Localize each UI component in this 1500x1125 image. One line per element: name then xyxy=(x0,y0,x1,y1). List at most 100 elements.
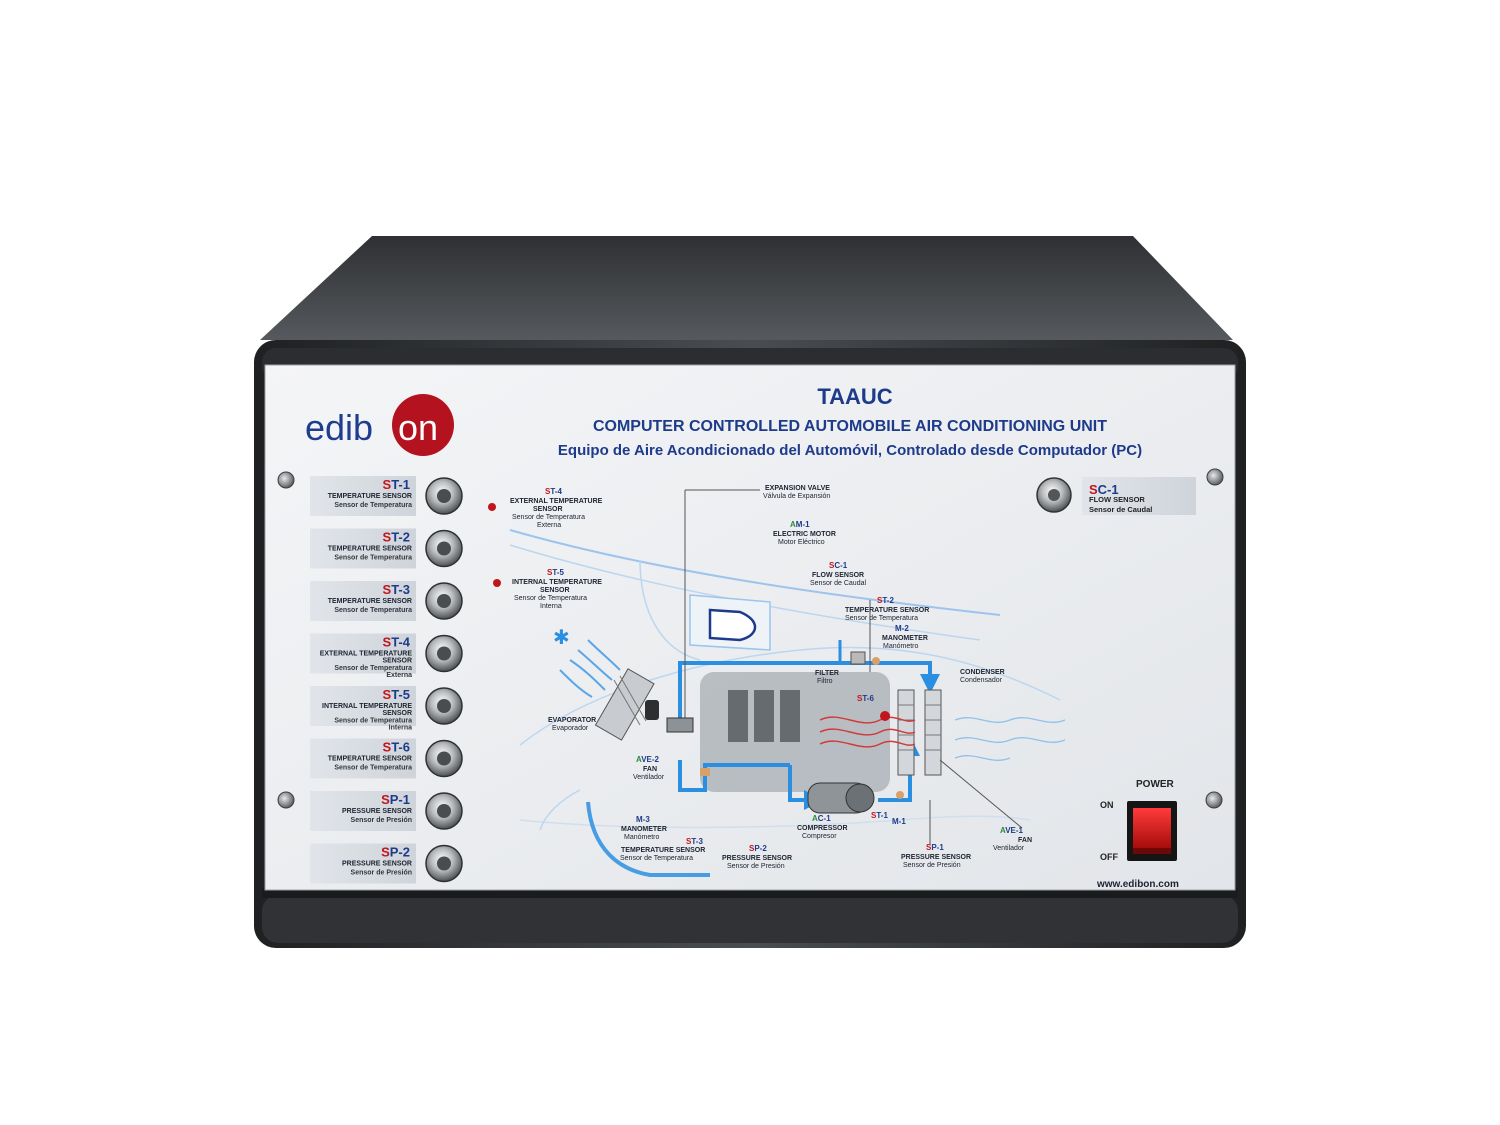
st6-code: ST-6 xyxy=(857,694,874,703)
screw xyxy=(277,471,295,489)
sc1-label-1: FLOW SENSOR xyxy=(812,572,864,579)
ac1-label-2: Compresor xyxy=(802,833,837,840)
logo-text-post: on xyxy=(398,407,438,448)
sensor-name-en: PRESSURE SENSOR xyxy=(342,808,412,815)
sensor-label-box xyxy=(310,686,416,726)
evaporator-unit xyxy=(594,668,694,741)
filter-label-1: FILTER xyxy=(815,670,839,677)
st5-label-3: Sensor de Temperatura xyxy=(514,595,587,602)
st2-label-2: Sensor de Temperatura xyxy=(845,615,918,622)
sensor-name-es: Sensor de Presión xyxy=(351,870,412,877)
car-roofline xyxy=(509,529,1001,616)
screw xyxy=(277,791,295,809)
ave1-code: AVE-1 xyxy=(1000,826,1024,835)
sensor-code: ST-3 xyxy=(383,582,410,597)
power-switch[interactable] xyxy=(1133,808,1171,848)
connector-socket xyxy=(437,751,451,766)
ave2-label-2: Ventilador xyxy=(633,774,665,781)
ave2-label-1: FAN xyxy=(643,766,657,773)
m3-code: M-3 xyxy=(636,815,650,824)
st3-label-1: TEMPERATURE SENSOR xyxy=(621,847,705,854)
st5-code: ST-5 xyxy=(547,568,564,577)
connector-socket xyxy=(437,646,451,661)
expansion-label-1: EXPANSION VALVE xyxy=(765,485,830,492)
sensor-name-es: Sensor de Temperatura xyxy=(334,717,412,724)
st5-label-1: INTERNAL TEMPERATURE xyxy=(512,579,602,586)
st4-label-3: Sensor de Temperatura xyxy=(512,514,585,521)
cabinet-base xyxy=(262,895,1238,943)
sensor-name-es: Sensor de Temperatura xyxy=(334,607,412,614)
sensor-code: SP-2 xyxy=(381,845,410,860)
sp1-code: SP-1 xyxy=(926,843,944,852)
st2-label-1: TEMPERATURE SENSOR xyxy=(845,607,929,614)
refrigerant-line-top xyxy=(678,661,940,720)
power-on-label: ON xyxy=(1100,800,1114,810)
process-diagram: ✱ xyxy=(488,485,1066,877)
screw xyxy=(1205,791,1223,809)
sensor-name-en: TEMPERATURE SENSOR xyxy=(328,493,412,500)
compressor-unit xyxy=(807,782,875,814)
st5-indicator xyxy=(493,579,501,587)
sc1-label-2: Sensor de Caudal xyxy=(810,580,866,587)
sensor-name-en: TEMPERATURE SENSOR xyxy=(328,546,412,553)
m2-code: M-2 xyxy=(895,624,909,633)
sensor-sc1: SC-1 FLOW SENSOR Sensor de Caudal xyxy=(1036,477,1196,515)
connector-socket xyxy=(1048,489,1060,501)
logo-text-pre: edib xyxy=(305,407,373,448)
car-wheel-arch xyxy=(586,801,710,877)
panel-screws xyxy=(277,468,1224,809)
st4-label-2: SENSOR xyxy=(533,506,563,513)
sensor-name-es2: Externa xyxy=(386,672,412,679)
snowflake-icon: ✱ xyxy=(553,627,570,649)
m2-label-1: MANOMETER xyxy=(882,635,928,642)
ac1-label-1: COMPRESSOR xyxy=(797,825,848,832)
ac1-code: AC-1 xyxy=(812,814,831,823)
ave1-label-1: FAN xyxy=(1018,837,1032,844)
sc1-code: SC-1 xyxy=(829,561,848,570)
connector-socket xyxy=(437,594,451,608)
sensor-name-en: PRESSURE SENSOR xyxy=(342,861,412,868)
m2-gauge xyxy=(872,657,880,665)
refrigerant-line-low xyxy=(678,760,790,792)
st5-label-4: Interna xyxy=(540,603,562,610)
power-label: POWER xyxy=(1136,779,1175,790)
sensor-name-es2: Interna xyxy=(389,725,412,732)
st6-indicator xyxy=(880,711,890,721)
st5-label-2: SENSOR xyxy=(540,587,570,594)
am1-label-1: ELECTRIC MOTOR xyxy=(773,531,836,538)
filter-label-2: Filtro xyxy=(817,678,833,685)
connector-socket xyxy=(437,804,451,818)
ave2-code: AVE-2 xyxy=(636,755,660,764)
sensor-label-box xyxy=(310,528,416,569)
sensor-name-es: Sensor de Presión xyxy=(351,817,412,824)
connector-socket xyxy=(437,489,451,503)
sensor-code: SC-1 xyxy=(1089,482,1119,497)
model-code: TAAUC xyxy=(817,384,892,409)
condenser-label-1: CONDENSER xyxy=(960,669,1005,676)
sp1-label-1: PRESSURE SENSOR xyxy=(901,854,971,861)
website-url: www.edibon.com xyxy=(1096,879,1179,890)
title-spanish: Equipo de Aire Acondicionado del Automóv… xyxy=(558,442,1142,459)
sensor-code: SP-1 xyxy=(381,792,410,807)
st3-code: ST-3 xyxy=(686,837,703,846)
sensor-name-en: TEMPERATURE SENSOR xyxy=(328,598,412,605)
st3-label-2: Sensor de Temperatura xyxy=(620,855,693,862)
sp2-label-2: Sensor de Presión xyxy=(727,863,785,870)
m1-code: M-1 xyxy=(892,817,906,826)
connector-socket xyxy=(437,541,451,556)
expansion-label-2: Válvula de Expansión xyxy=(763,493,830,500)
evaporator-label-2: Evaporador xyxy=(552,725,589,732)
filter-element xyxy=(850,651,866,665)
sensor-label-box xyxy=(310,633,416,674)
sp2-code: SP-2 xyxy=(749,844,767,853)
power-section: POWER ON OFF xyxy=(1100,779,1177,862)
cold-air-arrows xyxy=(559,639,621,698)
sensor-name-es: Sensor de Temperatura xyxy=(334,665,412,672)
